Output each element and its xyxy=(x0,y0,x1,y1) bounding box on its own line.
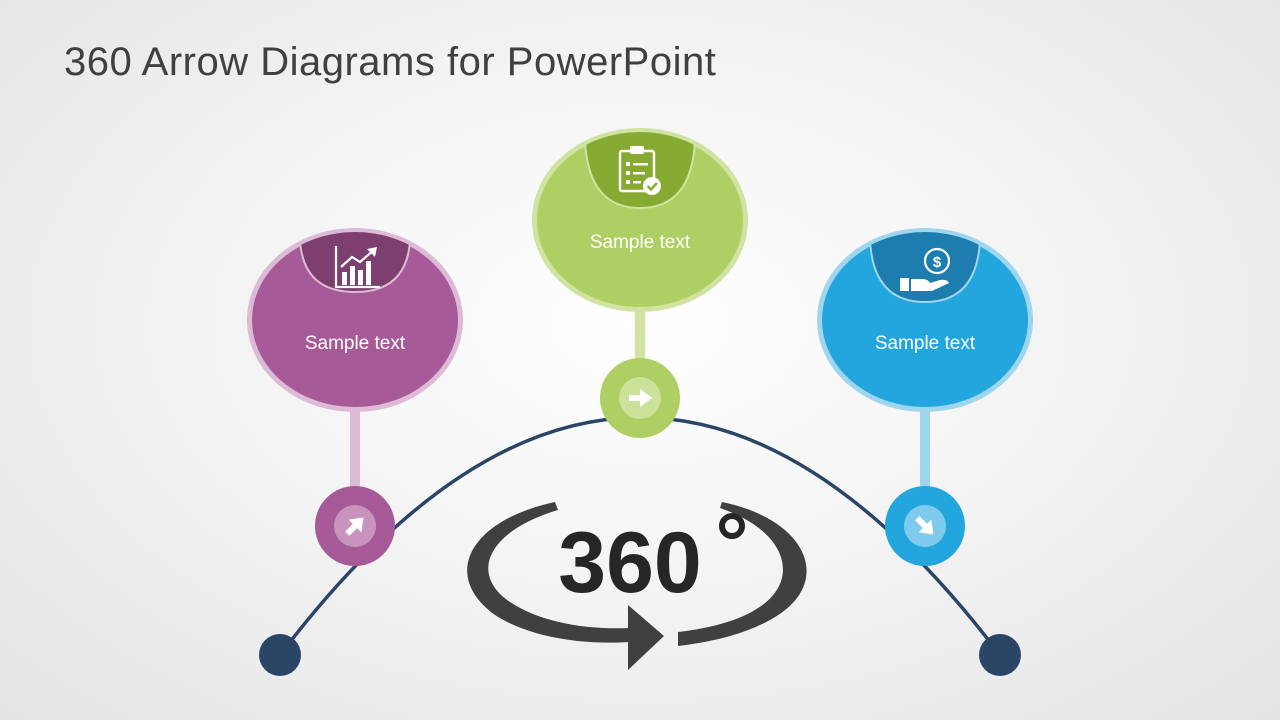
node-left-connector xyxy=(350,405,360,490)
slide-title: 360 Arrow Diagrams for PowerPoint xyxy=(64,40,717,84)
node-right-connector xyxy=(920,405,930,490)
arc-endpoint-left xyxy=(259,634,301,676)
node-left-label: Sample text xyxy=(305,333,406,354)
rotation-arrow-icon xyxy=(467,502,807,670)
node-right-bubble xyxy=(822,233,1028,407)
node-left-bubble xyxy=(252,233,458,407)
node-middle-bubble xyxy=(537,133,743,307)
node-right-label: Sample text xyxy=(875,333,976,354)
arrow-up-right-icon xyxy=(345,517,364,536)
node-right: $ Sample text xyxy=(817,228,1033,566)
svg-text:$: $ xyxy=(933,254,942,271)
degree-symbol xyxy=(719,513,745,539)
growth-chart-icon xyxy=(334,246,380,289)
arrow-down-right-icon xyxy=(915,516,934,535)
dollar-hand-icon: $ xyxy=(900,247,951,291)
degree-number: 360 xyxy=(558,515,702,611)
clipboard-checklist-icon xyxy=(618,146,661,195)
node-middle: Sample text xyxy=(532,128,748,438)
node-middle-connector xyxy=(635,305,645,375)
arc-endpoint-right xyxy=(979,634,1021,676)
node-middle-label: Sample text xyxy=(590,232,691,253)
node-left-cap xyxy=(299,232,411,294)
node-left: Sample text xyxy=(247,228,463,566)
arrow-right-icon xyxy=(629,389,652,407)
